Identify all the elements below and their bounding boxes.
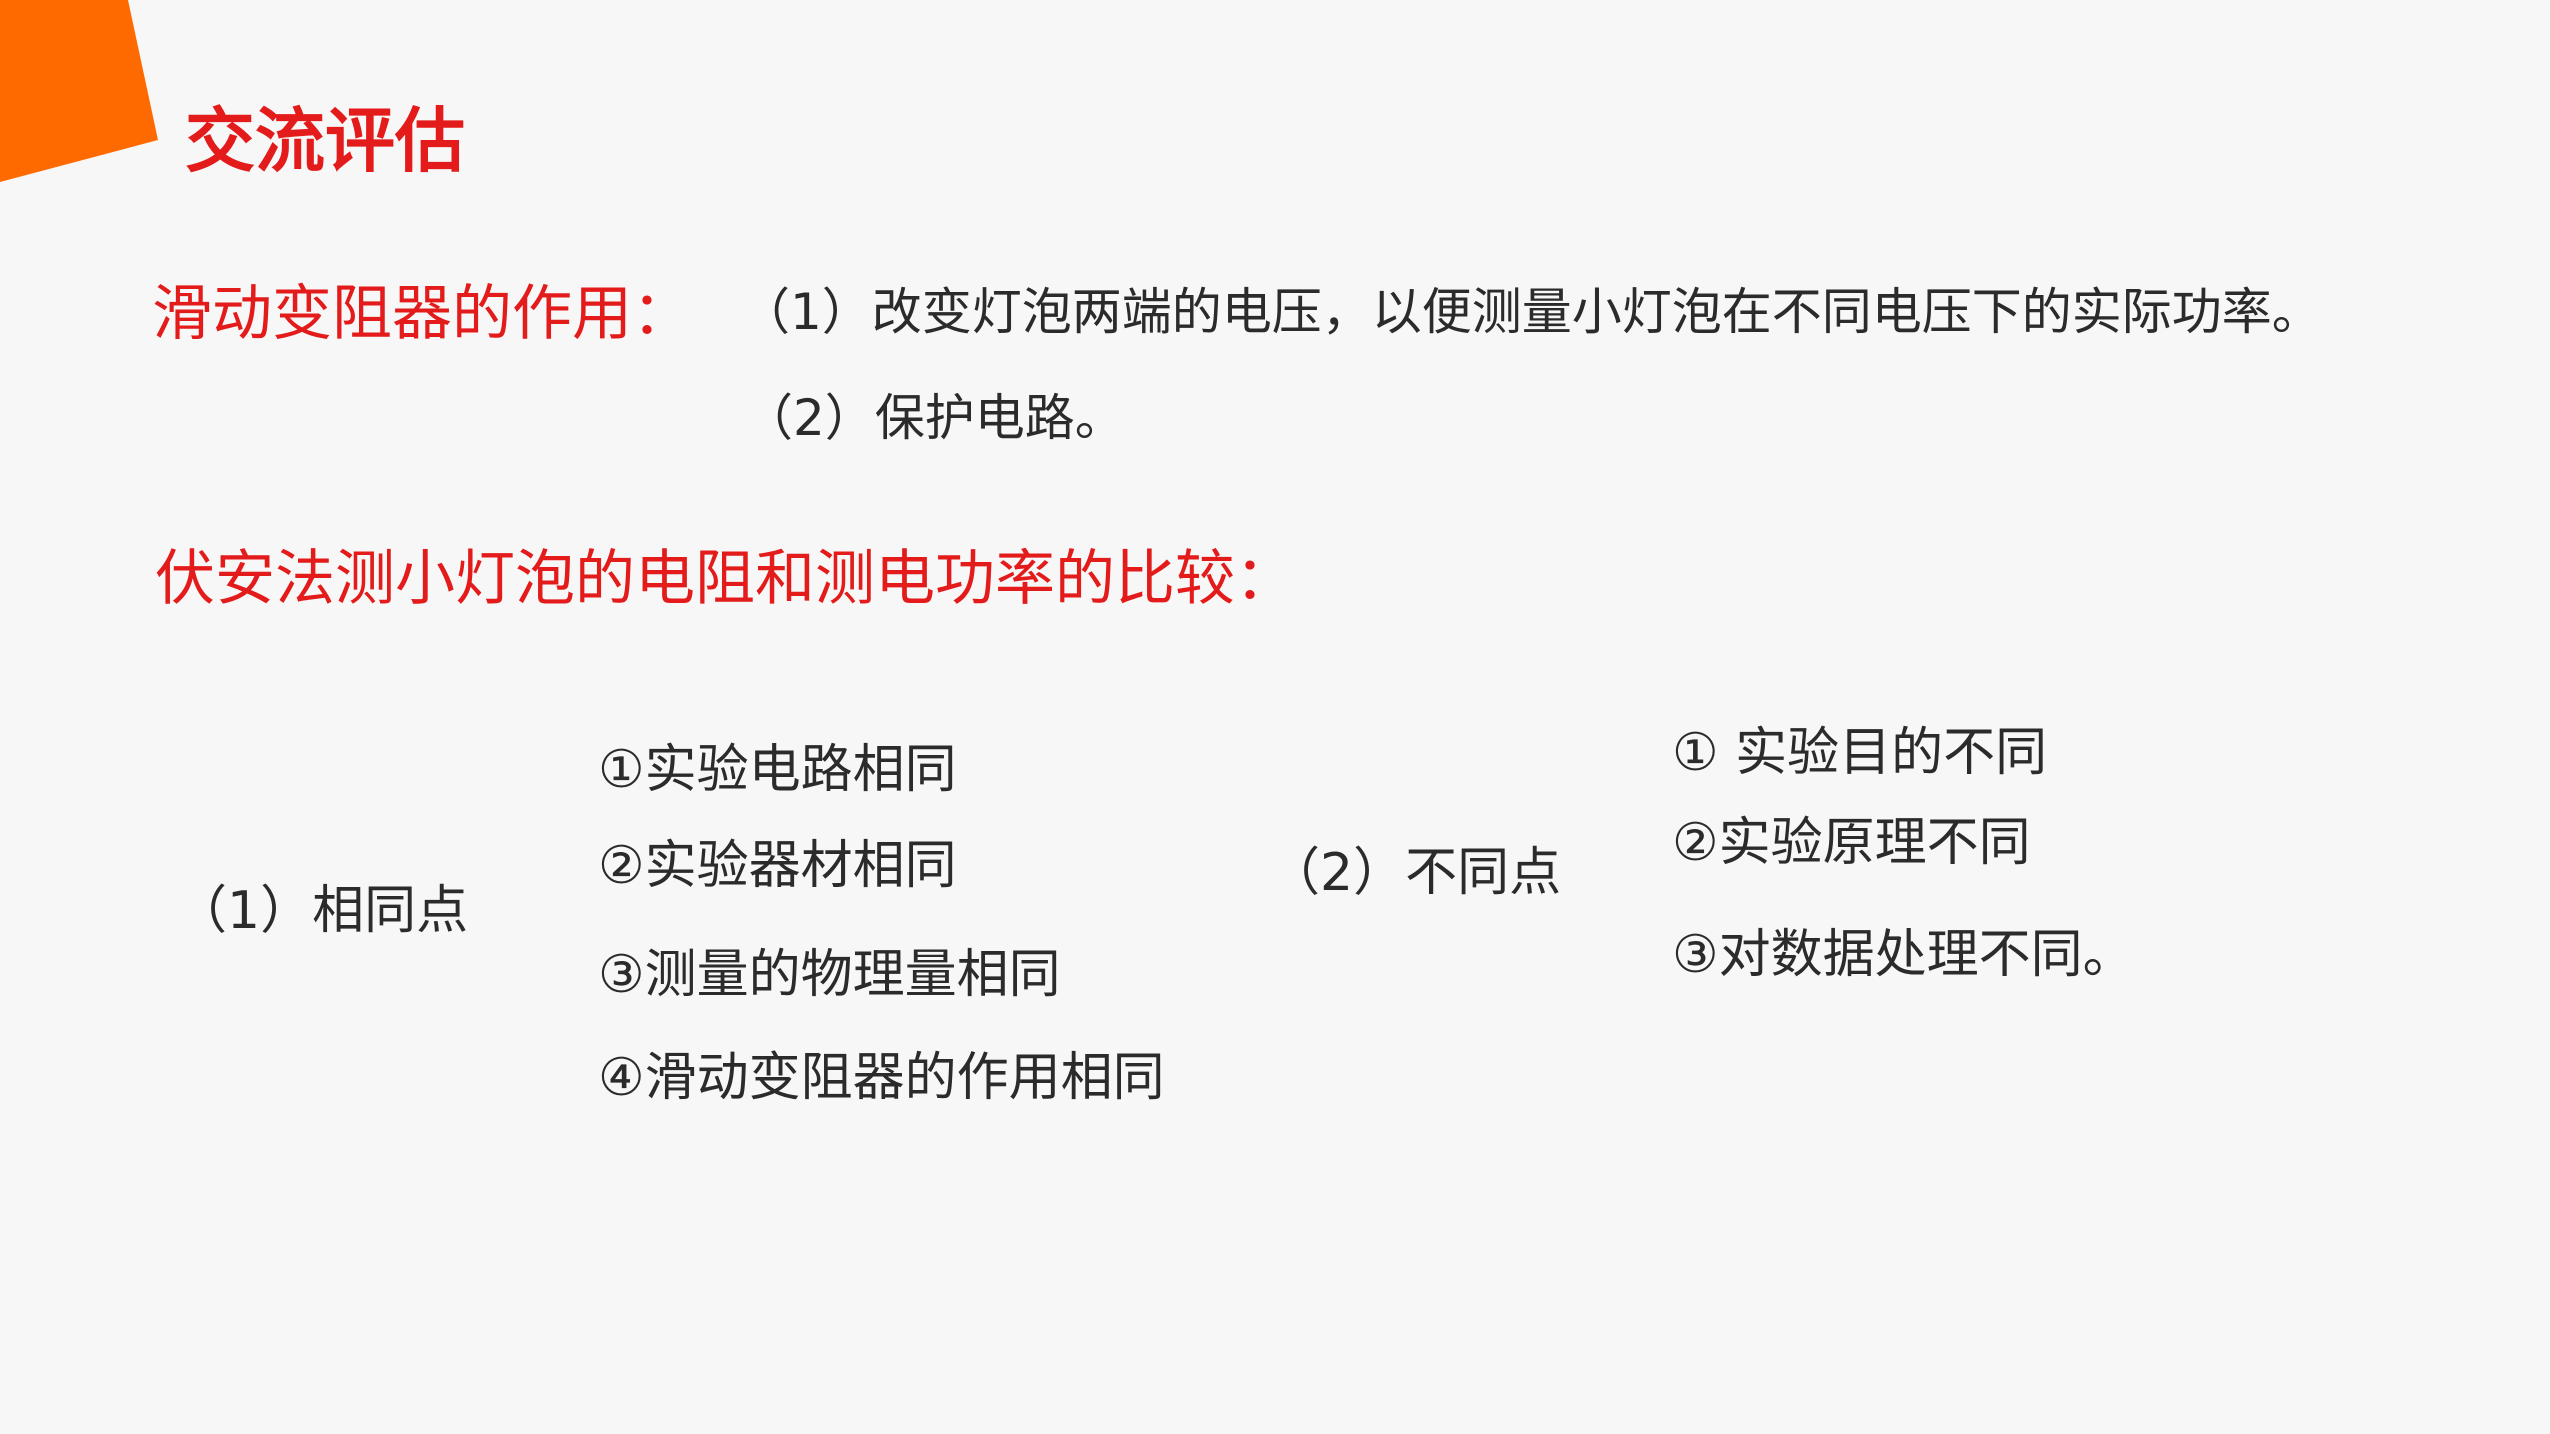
section1-item-1: （1）改变灯泡两端的电压，以便测量小灯泡在不同电压下的实际功率。 [740, 283, 2322, 341]
section1-item-2: （2）保护电路。 [743, 389, 1125, 447]
similar-label: （1）相同点 [175, 881, 469, 941]
different-item-3: ③对数据处理不同。 [1672, 925, 2135, 985]
different-label: （2）不同点 [1268, 843, 1562, 903]
section2-heading: 伏安法测小灯泡的电阻和测电功率的比较： [155, 544, 1295, 614]
similar-item-3: ③测量的物理量相同 [598, 945, 1061, 1005]
different-item-1: ① 实验目的不同 [1672, 723, 2048, 783]
page-title: 交流评估 [185, 100, 465, 182]
similar-item-4: ④滑动变阻器的作用相同 [598, 1048, 1165, 1108]
similar-item-2: ②实验器材相同 [598, 836, 957, 896]
different-item-2: ②实验原理不同 [1672, 813, 2031, 873]
section1-heading: 滑动变阻器的作用： [152, 279, 692, 349]
corner-decoration [0, 0, 158, 182]
similar-item-1: ①实验电路相同 [598, 740, 957, 800]
